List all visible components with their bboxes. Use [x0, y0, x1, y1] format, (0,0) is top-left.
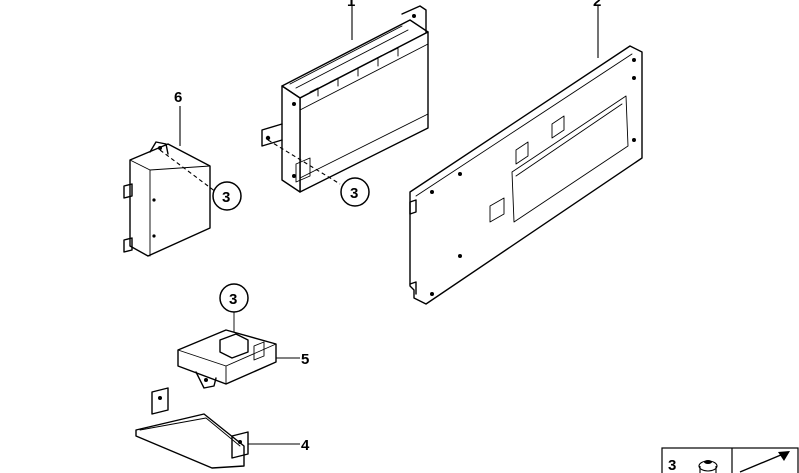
part-2-mounting-plate	[409, 45, 643, 305]
legend-number: 3	[668, 457, 676, 473]
callout-3-part5: 3	[219, 283, 249, 313]
callout-3-part1: 3	[340, 177, 370, 207]
screw-icon	[698, 460, 718, 473]
callout-1: 1	[347, 0, 355, 10]
part-1-control-unit	[261, 5, 429, 193]
part-5-amplifier	[177, 311, 277, 389]
callout-2: 2	[593, 0, 601, 10]
part-4-bracket	[135, 387, 249, 469]
callout-3-part6: 3	[212, 181, 242, 211]
part-6-module	[123, 141, 217, 257]
callout-5: 5	[301, 351, 309, 368]
svg-text:3: 3	[229, 291, 237, 308]
svg-text:3: 3	[222, 189, 230, 206]
legend-panel: 3	[661, 447, 799, 473]
arrow-icon	[739, 451, 790, 473]
svg-text:3: 3	[350, 185, 358, 202]
callout-6: 6	[174, 89, 182, 106]
callout-4: 4	[301, 437, 310, 454]
